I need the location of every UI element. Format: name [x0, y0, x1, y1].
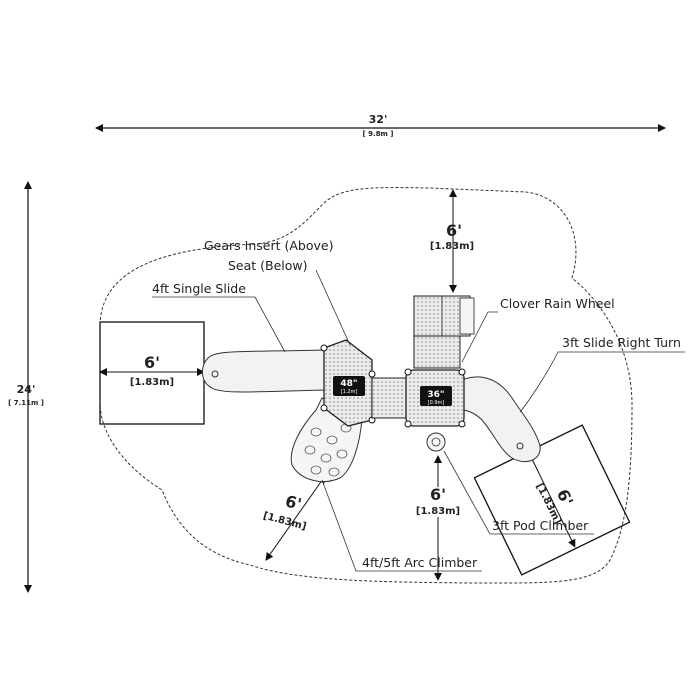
- right-turn-slide: [461, 376, 541, 462]
- bottom-center-clearance-dimension: 6' [1.83m]: [414, 455, 462, 581]
- svg-text:4ft Single Slide: 4ft Single Slide: [152, 281, 246, 296]
- safety-zone-boundary: [99, 187, 633, 584]
- right-platform-height: 36": [427, 390, 444, 400]
- right-zone-ft: 6': [553, 486, 577, 509]
- label-seat: Seat (Below): [228, 258, 351, 346]
- bottom-left-zone-ft: 6': [283, 491, 303, 514]
- bottom-left-clearance-dimension: 6' [1.83m]: [262, 475, 326, 561]
- label-clover-rain-wheel: Clover Rain Wheel: [461, 296, 615, 363]
- top-zone-ft: 6': [446, 221, 462, 240]
- left-zone-m: [1.83m]: [130, 377, 174, 388]
- right-platform: 36" [0.9m]: [404, 368, 466, 428]
- svg-text:3ft Pod Climber: 3ft Pod Climber: [492, 518, 589, 533]
- top-zone-m: [1.83m]: [430, 241, 474, 252]
- bottom-left-zone-m: [1.83m]: [262, 511, 308, 533]
- label-pod-climber: 3ft Pod Climber: [443, 450, 594, 535]
- bottom-center-zone-m: [1.83m]: [416, 506, 460, 517]
- bottom-center-zone-ft: 6': [430, 485, 446, 504]
- svg-text:Clover Rain Wheel: Clover Rain Wheel: [500, 296, 615, 311]
- pod-climber: [426, 432, 446, 452]
- left-clearance-zone: 6' [1.83m]: [99, 321, 205, 425]
- svg-text:Gears Insert (Above): Gears Insert (Above): [204, 238, 333, 253]
- top-clearance-dimension: 6' [1.83m]: [430, 189, 474, 293]
- svg-text:4ft/5ft Arc Climber: 4ft/5ft Arc Climber: [362, 555, 478, 570]
- label-slide-right-turn: 3ft Slide Right Turn: [519, 335, 685, 413]
- overall-width-ft: 32': [369, 113, 388, 126]
- left-platform: 48" [1.2m]: [320, 339, 376, 427]
- right-platform-m: [0.9m]: [428, 400, 445, 406]
- overall-depth-ft: 24': [17, 383, 36, 396]
- overall-width-dimension: 32' [ 9.8m ]: [95, 113, 666, 138]
- single-slide: [202, 349, 326, 393]
- left-platform-m: [1.2m]: [341, 389, 358, 395]
- left-zone-ft: 6': [144, 353, 160, 372]
- overall-depth-dimension: 24' [ 7.11m ]: [8, 181, 44, 593]
- upper-panels: [413, 295, 475, 369]
- label-gears-insert: Gears Insert (Above): [204, 238, 333, 253]
- left-platform-height: 48": [340, 379, 357, 389]
- label-arc-climber: 4ft/5ft Arc Climber: [321, 479, 482, 572]
- overall-depth-m: [ 7.11m ]: [8, 399, 44, 407]
- label-single-slide: 4ft Single Slide: [152, 281, 286, 353]
- svg-text:Seat (Below): Seat (Below): [228, 258, 308, 273]
- svg-text:3ft Slide Right Turn: 3ft Slide Right Turn: [562, 335, 681, 350]
- connector-deck: [371, 377, 407, 419]
- overall-width-m: [ 9.8m ]: [363, 130, 394, 138]
